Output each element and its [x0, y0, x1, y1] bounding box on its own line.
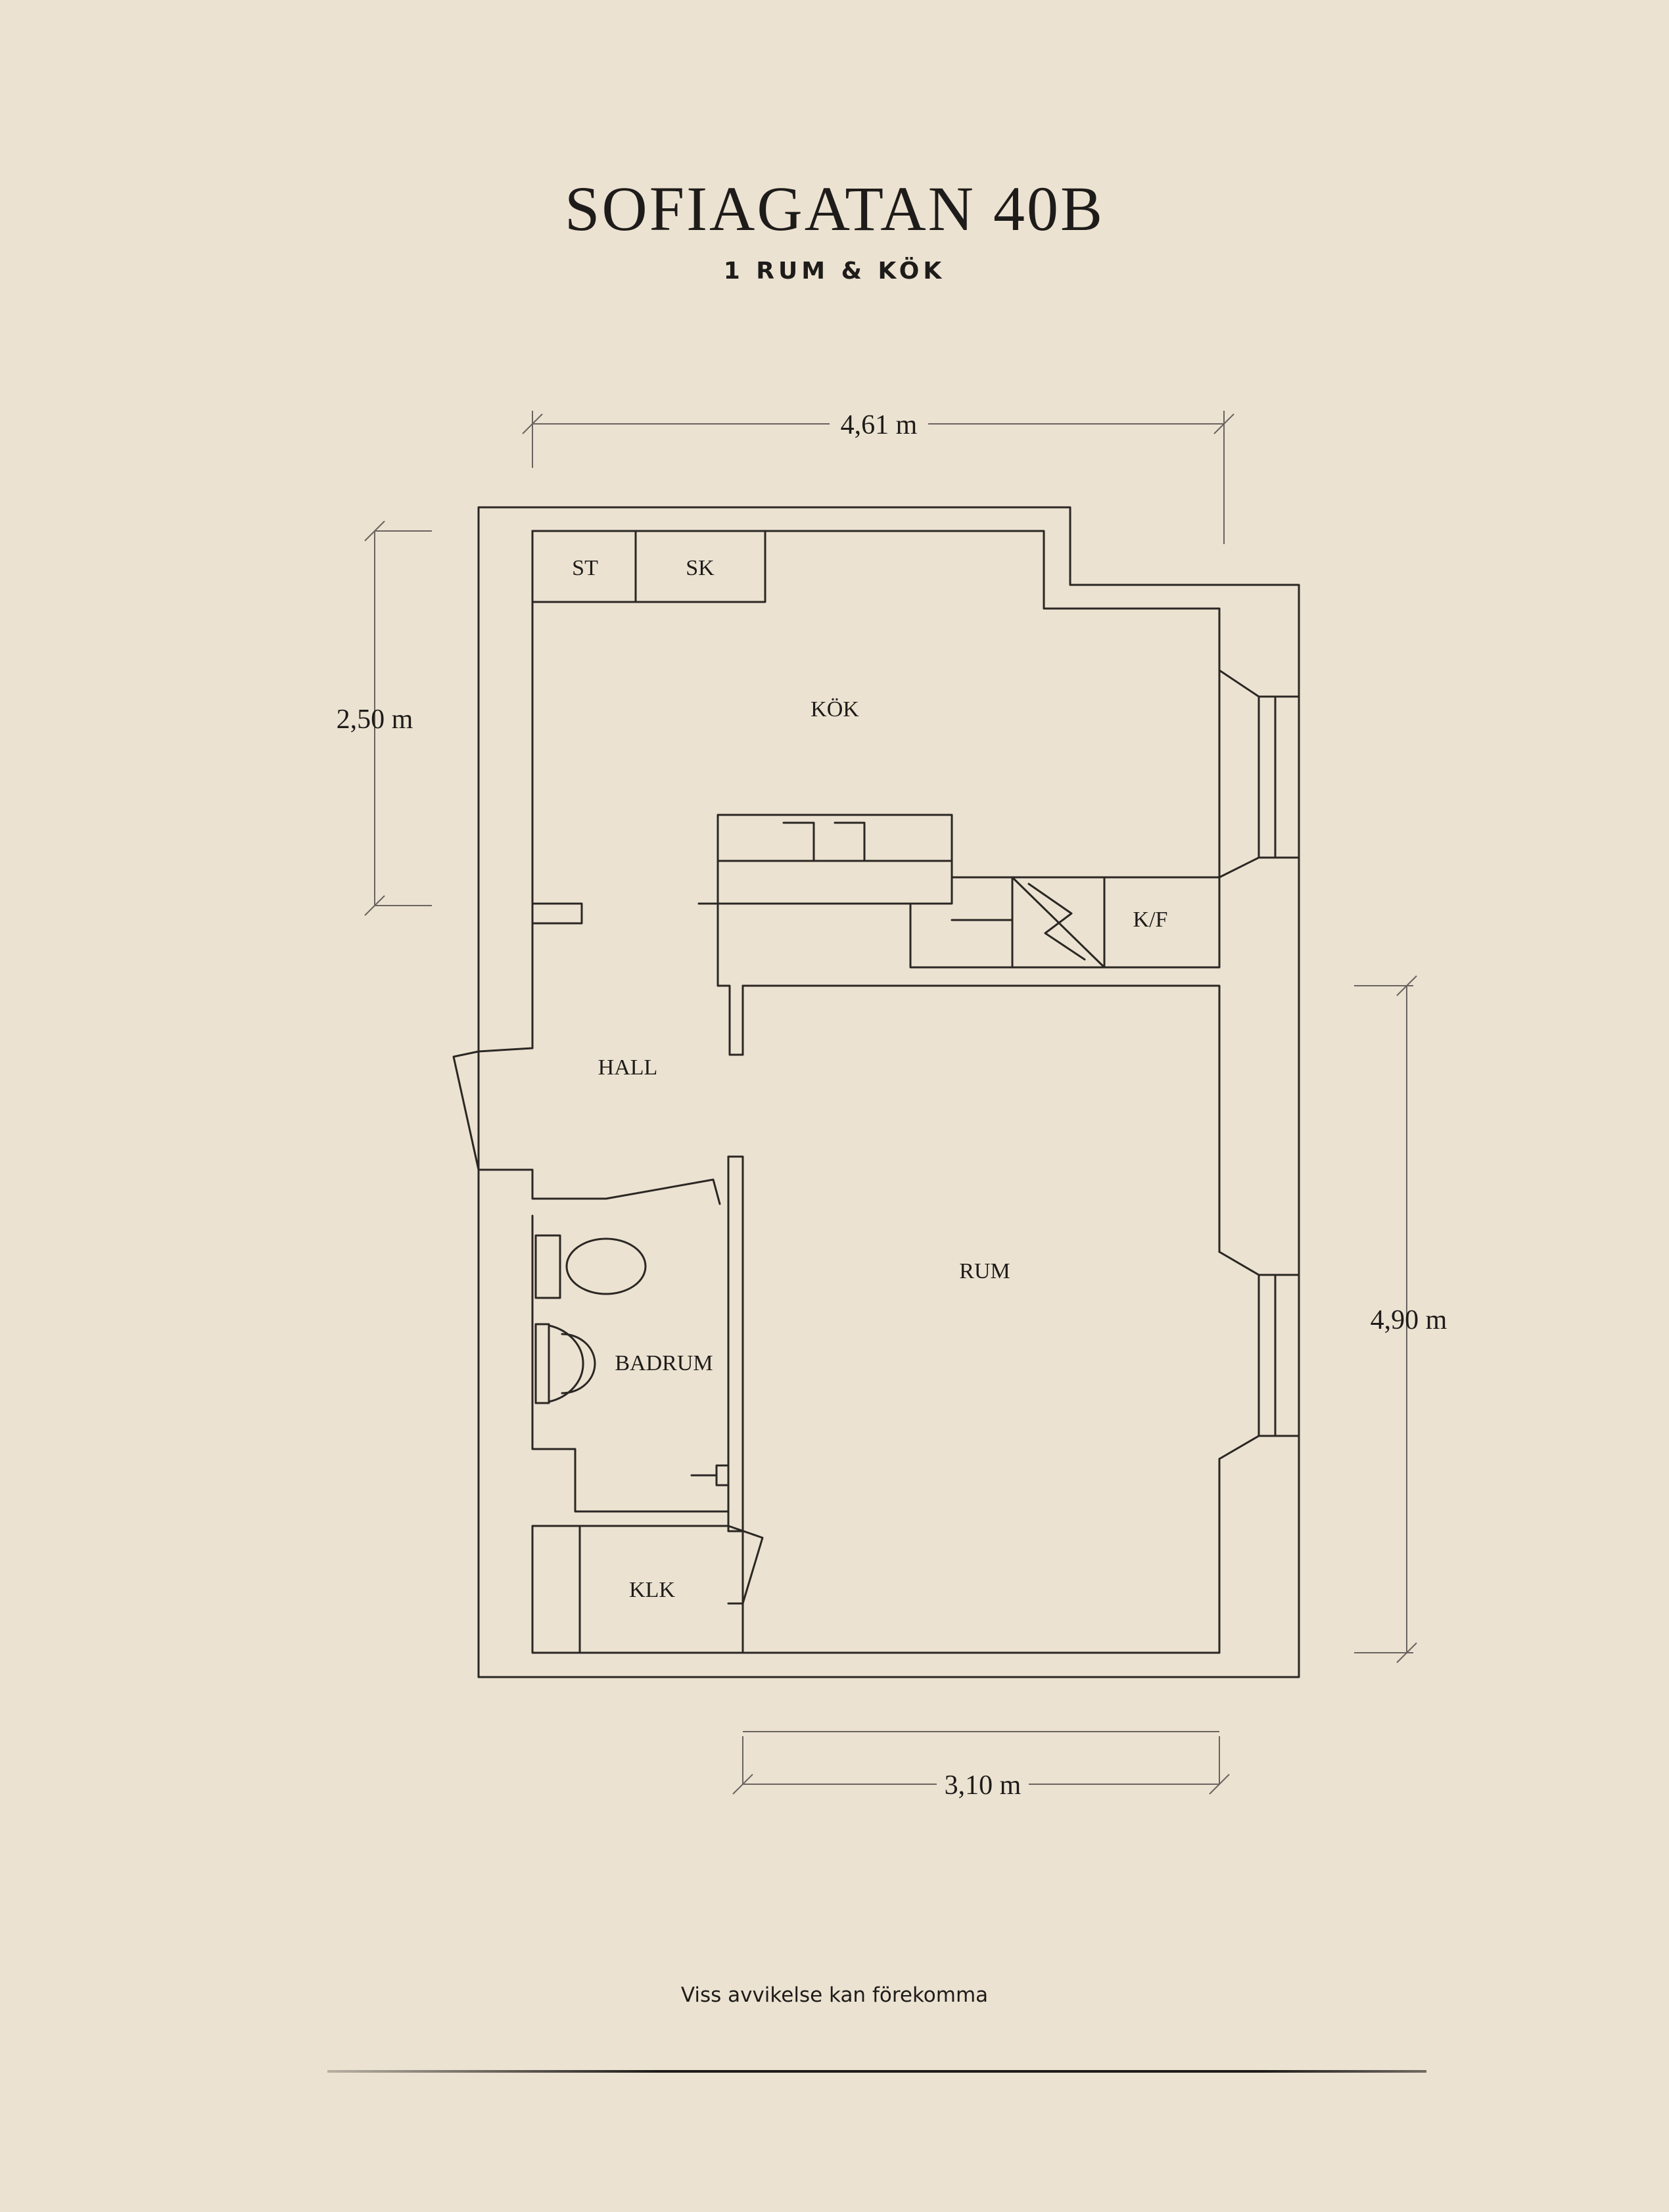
dimension-line-left	[364, 520, 432, 916]
room-window	[1218, 1251, 1300, 1460]
room-label-klk: KLK	[629, 1578, 675, 1602]
dimension-label-right: 4,90 m	[1371, 1305, 1447, 1335]
inner-wall	[531, 530, 1221, 879]
room-label-kf: K/F	[1133, 908, 1168, 932]
kitchen-cabinets	[531, 530, 766, 603]
toilet	[534, 1234, 561, 1299]
room-label-sk: SK	[686, 556, 715, 580]
bathroom-walls	[531, 1214, 730, 1513]
kitchen-window	[1218, 669, 1300, 879]
room-label-kok: KÖK	[811, 697, 859, 722]
page-subtitle: 1 RUM & KÖK	[723, 258, 946, 285]
room-label-hall: HALL	[598, 1055, 658, 1080]
dimension-label-top: 4,61 m	[841, 410, 918, 440]
room-label-rum: RUM	[959, 1259, 1010, 1283]
room-label-badrum: BADRUM	[615, 1351, 713, 1375]
outer-wall	[452, 506, 1300, 1678]
room-label-st: ST	[572, 556, 598, 580]
footer-divider	[327, 2070, 1426, 2073]
kitchen-counter	[909, 876, 1221, 969]
kitchen-island	[717, 814, 953, 905]
disclaimer-text: Viss avvikelse kan förekomma	[680, 1983, 989, 2007]
shower	[690, 1464, 730, 1486]
dimension-line-right	[1354, 975, 1417, 1663]
dimension-label-left: 2,50 m	[337, 704, 413, 735]
sink	[534, 1323, 550, 1404]
page-title: SOFIAGATAN 40B	[564, 173, 1105, 244]
dimension-label-bottom: 3,10 m	[945, 1770, 1022, 1801]
